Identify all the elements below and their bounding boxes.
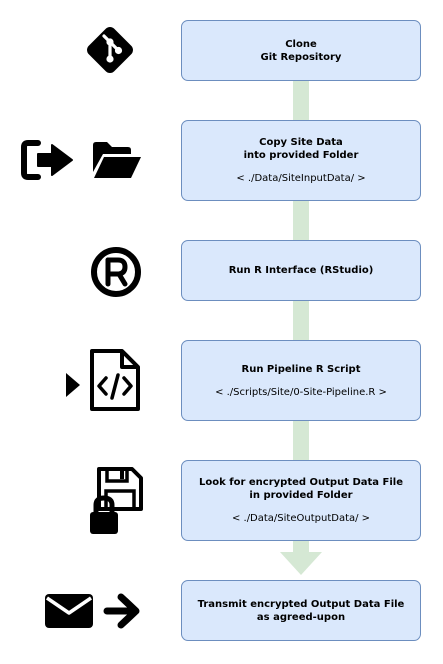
step-copy-site-data: Copy Site Data into provided Folder < ./…	[181, 120, 421, 201]
folder-open-icon	[93, 142, 141, 178]
connector-1-2	[293, 81, 309, 121]
step-title: Copy Site Data into provided Folder	[243, 137, 359, 161]
lock-icon	[90, 495, 118, 534]
step-path: < ./Data/SiteInputData/ >	[236, 173, 366, 184]
step-title: Clone Git Repository	[260, 38, 342, 63]
step-run-r-interface: Run R Interface (RStudio)	[181, 240, 421, 301]
step-title: Run Pipeline R Script	[241, 363, 361, 375]
step-title: Run R Interface (RStudio)	[228, 265, 374, 276]
git-icon	[87, 27, 133, 73]
connector-5-6-arrow	[280, 541, 322, 575]
step-look-output: Look for encrypted Output Data File in p…	[181, 460, 421, 541]
step-run-pipeline: Run Pipeline R Script < ./Scripts/Site/0…	[181, 340, 421, 421]
step-transmit-output: Transmit encrypted Output Data File as a…	[181, 580, 421, 641]
connector-4-5	[293, 421, 309, 461]
registered-icon	[91, 247, 141, 297]
step-title: Transmit encrypted Output Data File as a…	[197, 598, 405, 623]
envelope-icon	[45, 594, 93, 628]
step-title: Look for encrypted Output Data File in p…	[199, 477, 403, 501]
connector-3-4	[293, 301, 309, 341]
play-icon	[66, 373, 80, 397]
step-clone-git: Clone Git Repository	[181, 20, 421, 81]
connector-2-3	[293, 201, 309, 241]
code-file-icon	[90, 349, 140, 411]
sign-out-icon	[21, 140, 73, 180]
step-path: < ./Data/SiteOutputData/ >	[231, 513, 371, 524]
arrow-right-icon	[103, 593, 140, 629]
step-path: < ./Scripts/Site/0-Site-Pipeline.R >	[215, 386, 387, 398]
